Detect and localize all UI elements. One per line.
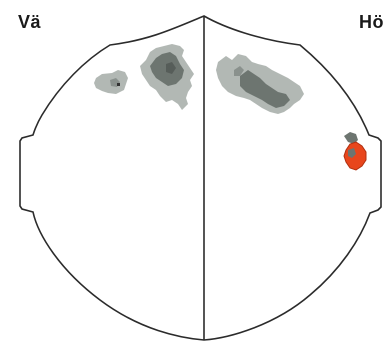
- head-outline: [20, 16, 381, 340]
